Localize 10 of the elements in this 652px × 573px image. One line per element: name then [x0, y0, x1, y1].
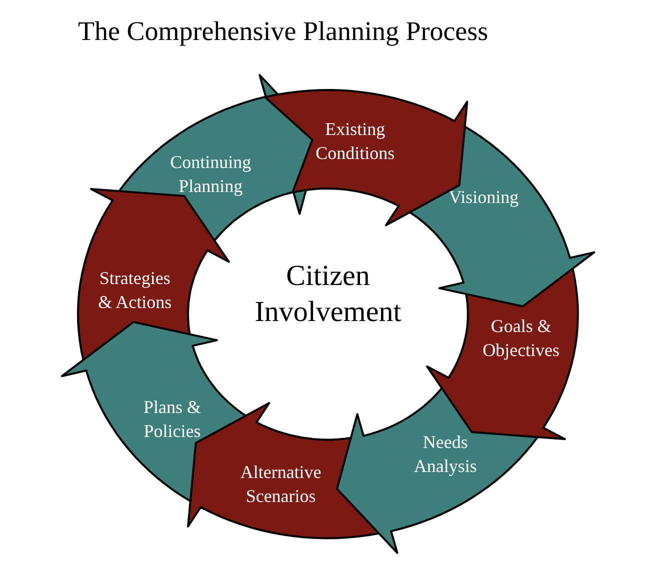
segment-label: Plans & Policies — [142, 396, 202, 444]
segment-label: Existing Conditions — [314, 118, 396, 165]
segment-label: Goals & Objectives — [482, 315, 561, 362]
segment-label: Alternative Scenarios — [239, 460, 322, 508]
segment-label: Continuing Planning — [169, 151, 252, 198]
segment-label: Visioning — [448, 186, 520, 209]
diagram-title: The Comprehensive Planning Process — [78, 18, 488, 45]
segment-label: Needs Analysis — [412, 430, 478, 478]
segment-label: Strategies & Actions — [97, 266, 173, 314]
center-label: Citizen Involvement — [254, 259, 402, 330]
